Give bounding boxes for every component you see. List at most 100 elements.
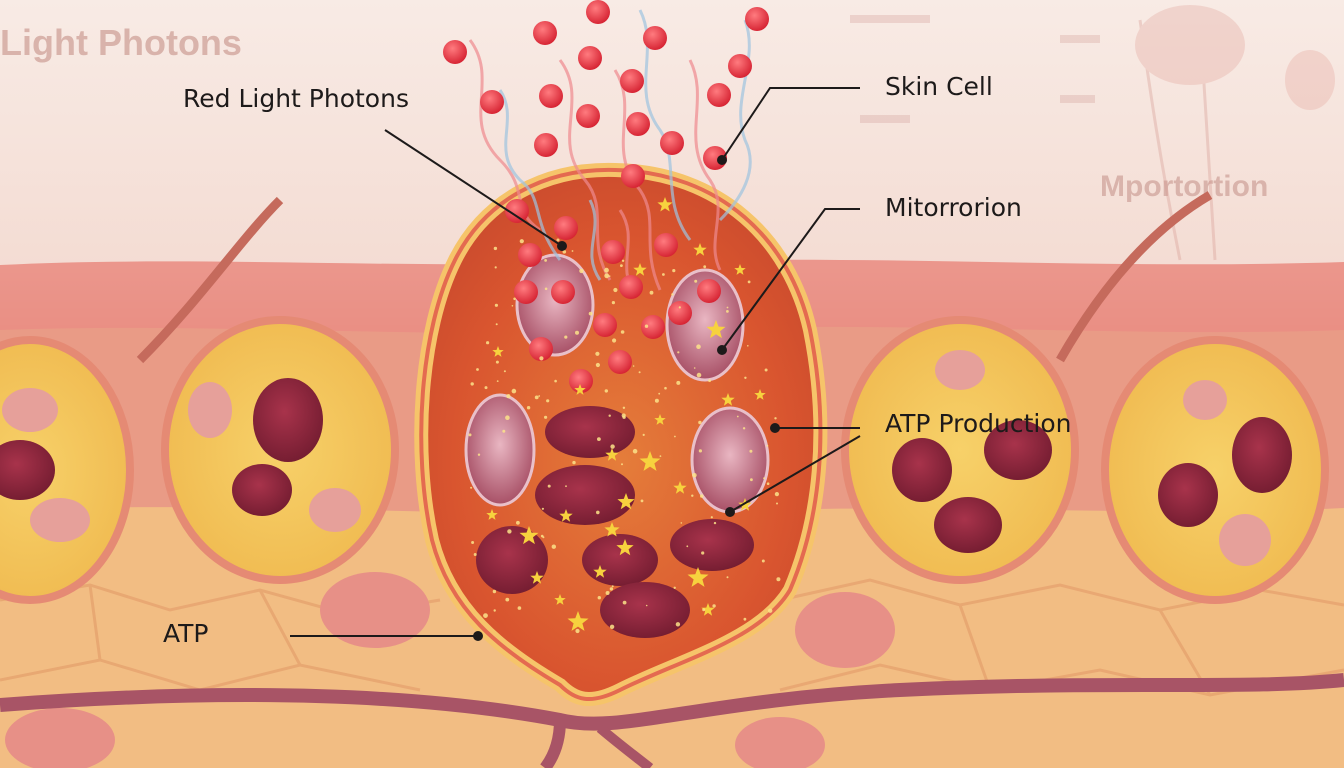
atp-glitter [588,311,593,316]
atp-glitter [470,486,473,489]
atp-glitter [613,287,618,293]
atp-glitter [674,435,676,438]
atp-glitter [597,596,601,600]
side-cell-left [161,316,399,584]
atp-glitter [621,463,623,466]
side-cell-far-right [1101,336,1329,604]
atp-glitter [507,529,512,534]
background-sketch [850,5,1335,261]
atp-glitter [562,250,567,254]
atp-glitter [511,305,514,307]
red-light-photon [586,0,610,24]
leader-dot [725,507,735,517]
atp-glitter [642,433,645,436]
atp-glitter [519,239,524,244]
atp-glitter [540,534,544,538]
atp-glitter [632,448,638,454]
leader-dot [770,423,780,433]
atp-glitter [534,395,539,400]
atp-glitter [698,420,702,425]
atp-glitter [470,382,474,386]
atp-glitter [702,608,706,612]
atp-spark [567,611,589,631]
atp-glitter [658,392,661,395]
red-light-photon [505,199,529,223]
atp-glitter [747,345,749,347]
atp-glitter [677,351,680,354]
mitochondrion [545,406,635,458]
atp-spark [693,243,707,256]
atp-spark [617,493,635,510]
red-light-photon [480,90,504,114]
mitochondrion [670,519,754,571]
atp-spark [654,414,666,425]
atp-spark [593,565,607,578]
atp-glitter [680,522,683,524]
atp-spark [706,320,726,339]
label-text: ATP [163,619,209,648]
atp-glitter [701,551,705,555]
mitochondrion [535,465,635,525]
blood-vessel [0,673,1344,731]
red-light-photon [728,54,752,78]
atp-glitter [766,444,769,447]
atp-glitter [471,541,475,544]
label-text: Skin Cell [885,72,993,101]
atp-glitter [502,429,506,433]
mitochondrion [582,534,658,586]
photon-group [443,0,769,393]
tissue-cell [735,717,825,768]
background-text-top-left: Light Photons [0,22,242,63]
atp-glitter [774,492,780,497]
label-skin-cell: Skin Cell [717,72,993,165]
atp-glitter [595,362,601,368]
atp-glitter [494,266,497,269]
atp-glitter [575,628,580,634]
atp-glitter [556,238,560,242]
atp-spark [519,526,539,545]
atp-sparks [468,197,781,634]
atp-glitter [551,544,556,549]
atp-spark [734,264,746,275]
atp-spark [639,451,661,471]
atp-glitter [572,460,576,465]
red-light-photon [551,280,575,304]
atp-glitter [517,606,522,610]
atp-glitter [564,335,568,339]
atp-glitter [662,273,665,276]
atp-glitter [726,306,729,309]
red-light-photon [593,313,617,337]
atp-glitter [700,494,704,498]
label-atp: ATP [163,619,483,648]
atp-glitter [742,427,746,430]
atp-glitter [621,259,625,262]
atp-spark [604,522,620,537]
atp-glitter [608,414,611,417]
atp-glitter [710,516,713,519]
atp-glitter [620,330,625,334]
atp-spark [574,384,586,395]
hair-strand [136,196,284,364]
atp-glitter [608,275,611,277]
atp-glitter [694,279,698,283]
atp-glitter [638,371,641,374]
atp-glitter [571,250,574,252]
red-light-photon [697,279,721,303]
atp-spark [673,481,687,494]
red-light-photon [707,83,731,107]
atp-glitter [611,585,614,588]
red-light-photon [514,280,538,304]
atp-glitter [693,367,696,369]
red-light-photon [534,133,558,157]
atp-spark [754,389,766,400]
leader-dot [557,241,567,251]
atp-glitter [622,600,627,605]
atp-glitter [539,356,544,361]
atp-glitter [673,586,676,589]
label-text: Mitorrorion [885,193,1022,222]
atp-spark [605,448,619,461]
atp-glitter [511,388,517,394]
atp-glitter [645,604,648,607]
leader-dot [717,345,727,355]
